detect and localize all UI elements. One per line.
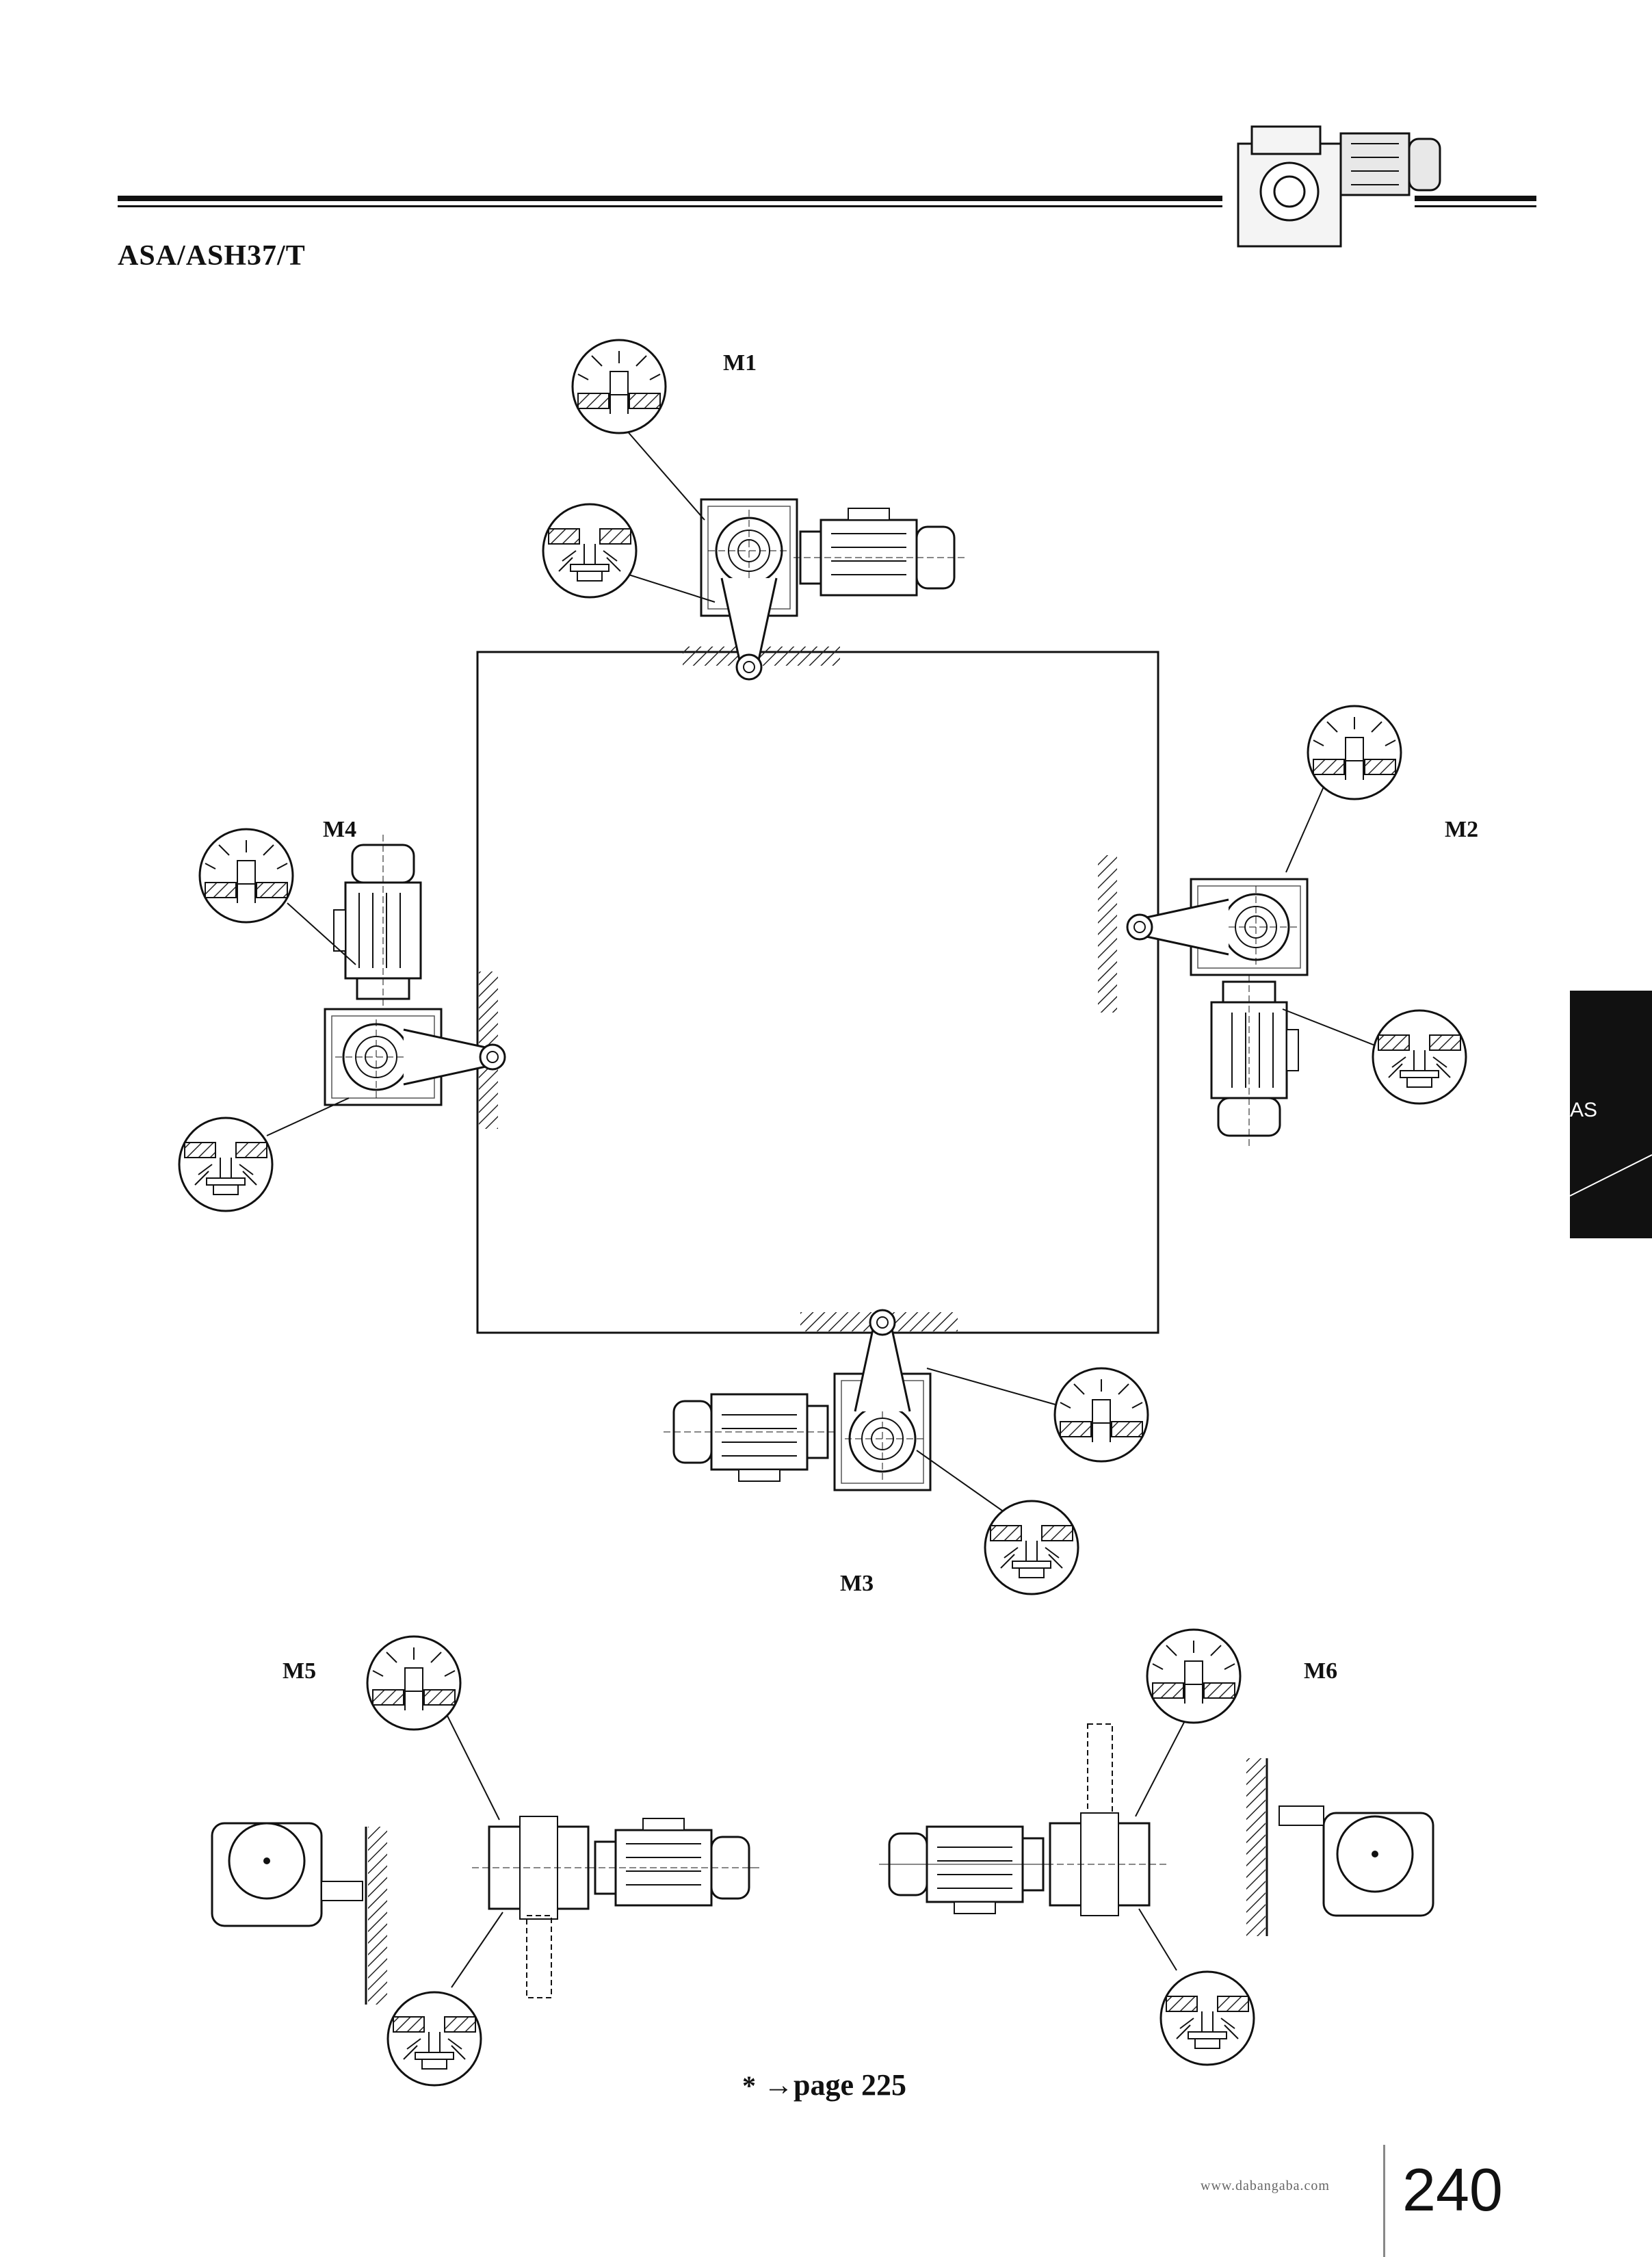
label-m5: M5 xyxy=(283,1658,317,1684)
gear-motor-icon xyxy=(1237,125,1441,248)
reference-star: * xyxy=(742,2070,756,2101)
footer-website: www.dabangaba.com xyxy=(1201,2178,1330,2193)
reference-text: →page 225 xyxy=(763,2068,906,2102)
page-number: 240 xyxy=(1402,2156,1503,2223)
label-m2: M2 xyxy=(1445,817,1479,842)
label-m3: M3 xyxy=(840,1571,874,1596)
page-reference: * →page 225 xyxy=(742,2067,906,2102)
section-side-tab: AS xyxy=(1570,991,1652,1238)
header-rule-bottom xyxy=(118,205,1222,207)
assembly-m4 xyxy=(178,828,506,1212)
side-tab-label: AS xyxy=(1570,1099,1598,1121)
header-rule-right-bottom xyxy=(1415,205,1536,207)
label-m1: M1 xyxy=(723,350,757,376)
assembly-m3 xyxy=(662,1309,1149,1595)
header-rule-right-top xyxy=(1415,196,1536,201)
assembly-m5 xyxy=(211,1635,761,2087)
assembly-m2 xyxy=(1098,705,1467,1147)
assembly-m6 xyxy=(878,1628,1434,2066)
label-m6: M6 xyxy=(1304,1658,1338,1684)
section-title: ASA/ASH37/T xyxy=(118,240,306,272)
header-rule-top xyxy=(118,196,1222,201)
footer-divider xyxy=(1383,2145,1385,2257)
assembly-m1 xyxy=(542,339,966,681)
mounting-square xyxy=(476,651,1159,1334)
label-m4: M4 xyxy=(323,817,357,842)
